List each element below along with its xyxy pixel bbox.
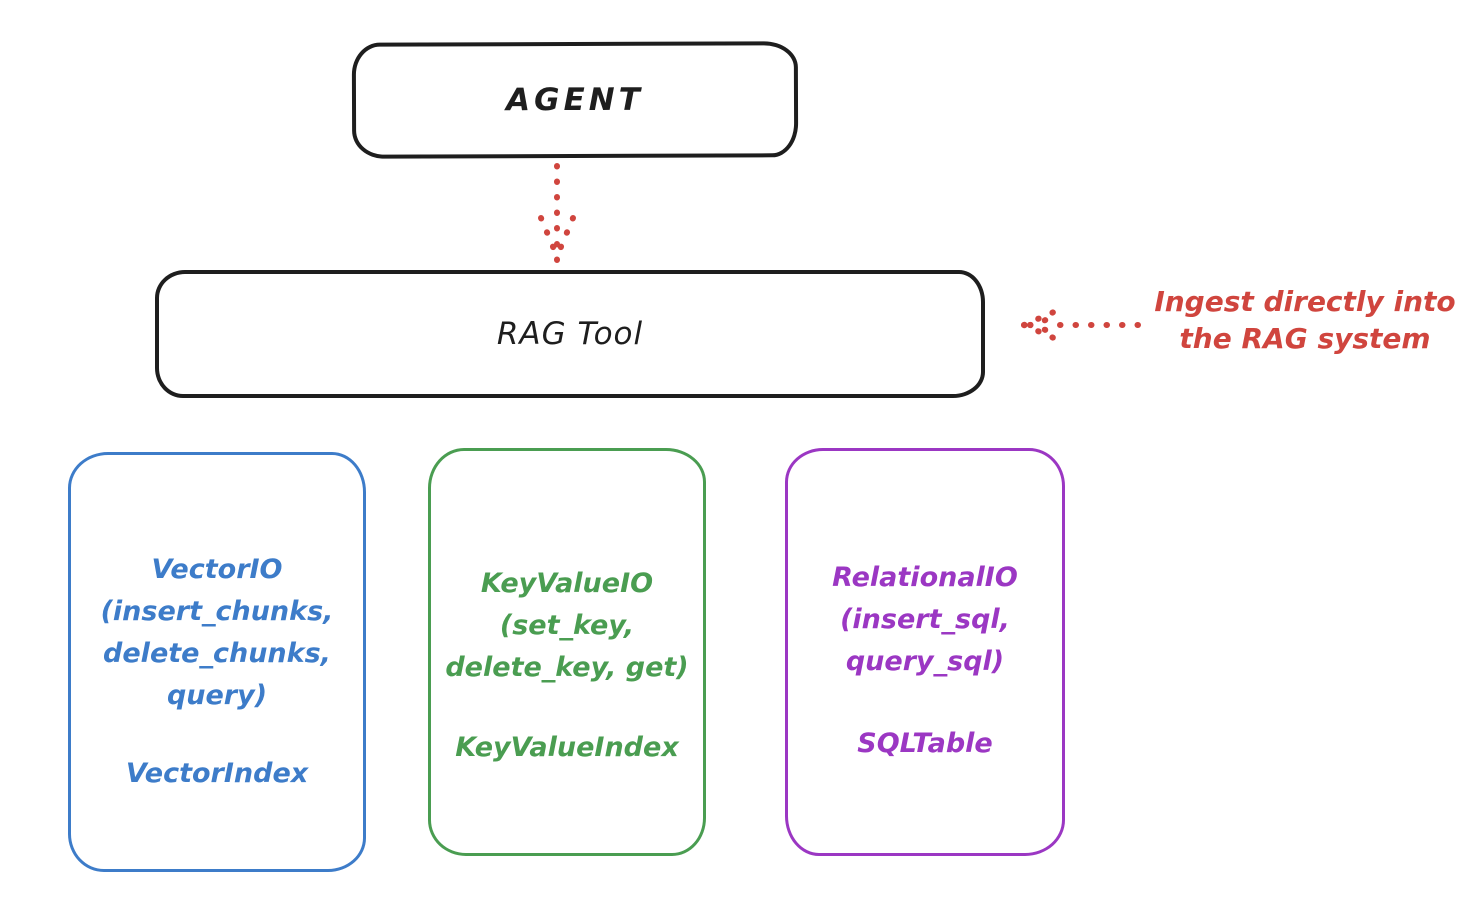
keyvalueio-line: (set_key,	[499, 610, 635, 641]
ingest-annotation-line1: Ingest directly into	[1154, 285, 1456, 318]
rag-tool-node: RAG Tool	[155, 270, 985, 398]
vectorio-line: (insert_chunks,	[100, 596, 334, 627]
vectorio-line: query)	[166, 680, 268, 711]
rag-tool-label: RAG Tool	[496, 316, 644, 352]
vectorio-node: VectorIO (insert_chunks, delete_chunks, …	[68, 452, 366, 872]
relationalio-line: RelationalIO	[832, 562, 1018, 593]
vectorio-line: delete_chunks,	[103, 638, 331, 669]
keyvalueindex-label: KeyValueIndex	[455, 732, 679, 763]
relationalio-line: query_sql)	[845, 646, 1005, 677]
keyvalueio-line: KeyValueIO	[480, 568, 654, 599]
vectorindex-label: VectorIndex	[125, 758, 309, 789]
vectorio-line: VectorIO	[151, 554, 283, 585]
agent-to-ragtool-arrow-icon	[538, 163, 576, 264]
ingest-annotation-line2: the RAG system	[1179, 322, 1431, 355]
agent-label: AGENT	[506, 81, 644, 119]
agent-node: AGENT	[351, 41, 799, 159]
ingest-annotation: Ingest directly into the RAG system	[1135, 283, 1475, 357]
relationalio-line: (insert_sql,	[840, 604, 1010, 635]
relationalio-node: RelationalIO (insert_sql, query_sql) SQL…	[785, 448, 1065, 856]
keyvalueio-line: delete_key, get)	[445, 652, 689, 683]
sqltable-label: SQLTable	[857, 728, 993, 759]
keyvalueio-node: KeyValueIO (set_key, delete_key, get) Ke…	[428, 448, 706, 856]
ingest-annotation-arrow-icon	[1021, 308, 1141, 342]
